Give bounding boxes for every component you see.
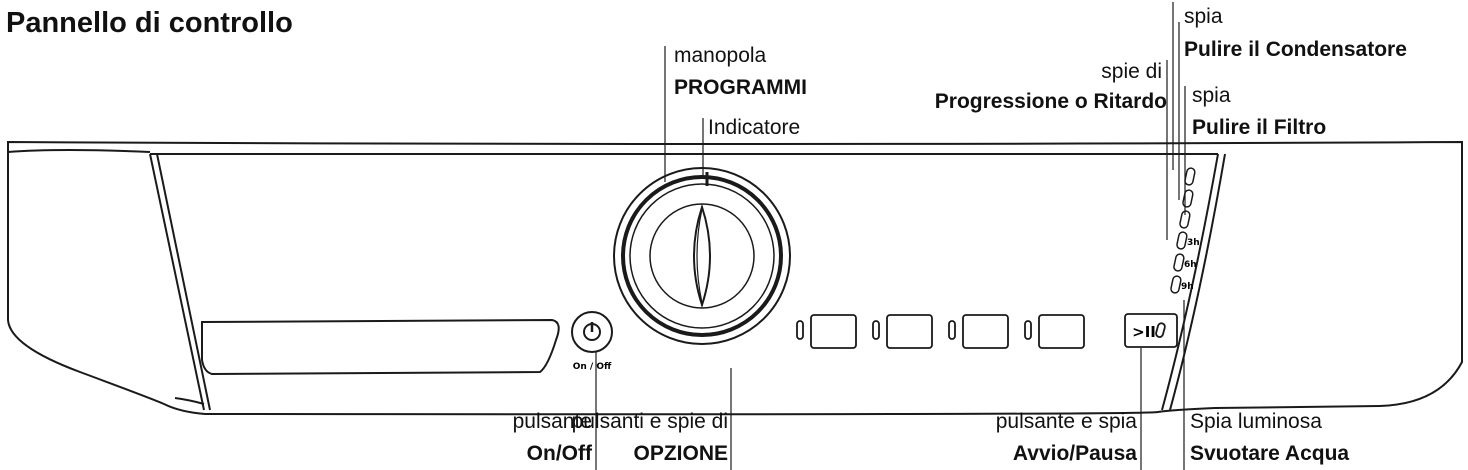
acqua-label-line1: Spia luminosa [1190,410,1322,433]
panel-right-divider-inner [1169,153,1226,411]
status-lamps [1170,167,1196,294]
progressione-label-line2: Progressione o Ritardo [934,90,1167,113]
left-lip [174,397,205,405]
onoff-caption: On / Off [573,362,612,372]
filtro-label-line2: Pulire il Filtro [1192,116,1327,139]
avvio-label-line1: pulsante e spia [995,410,1137,433]
programmi-label-line1: manopola [674,44,767,67]
delay-6h-label: 6h [1184,260,1197,270]
filtro-label-line1: spia [1192,84,1231,107]
leader-lines [595,2,1186,470]
programmi-label-line2: PROGRAMMI [674,76,807,99]
panel-body [7,140,1463,416]
detergent-drawer [201,318,560,376]
onoff-button [571,311,613,353]
option-buttons [796,314,1085,349]
opzione-label-line2: OPZIONE [633,442,728,465]
onoff-label-line1: pulsante [512,410,592,433]
avvio-pausa-button [1124,313,1178,348]
panel-left-divider-inner [156,153,211,411]
onoff-label-line2: On/Off [526,442,592,465]
start-pause-symbol: >II [1132,323,1156,341]
programmi-knob [613,167,791,345]
avvio-label-line2: Avvio/Pausa [1012,442,1137,465]
progressione-label-line1: spie di [1101,60,1162,83]
panel-right-divider [1161,153,1219,411]
condensatore-label-line2: Pulire il Condensatore [1184,38,1407,61]
page-title: Pannello di controllo [6,7,293,39]
delay-9h-label: 9h [1181,282,1194,292]
opzione-label-line1: pulsanti e spie di [571,410,728,433]
indicatore-label: Indicatore [708,116,801,139]
delay-3h-label: 3h [1187,238,1200,248]
condensatore-label-line1: spia [1184,5,1223,28]
panel-left-divider [149,153,205,411]
acqua-label-line2: Svuotare Acqua [1190,442,1350,465]
panel-left-edge [7,149,151,153]
